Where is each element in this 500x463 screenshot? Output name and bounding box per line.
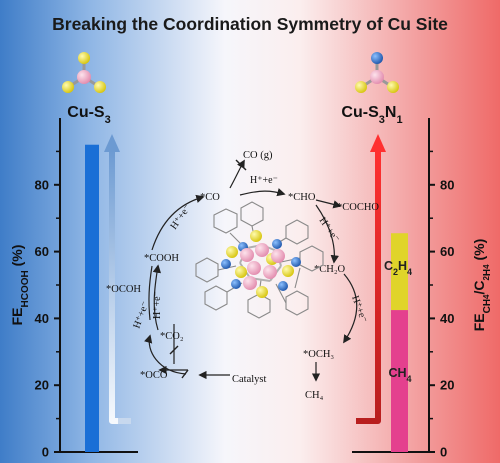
- left-axis-title: FEHCOOH (%): [9, 245, 31, 326]
- ch4-product-label: CH₄: [305, 390, 324, 401]
- right-tick-label: 20: [440, 378, 454, 393]
- catalyst-label: Catalyst: [232, 374, 266, 385]
- left-tick-label: 80: [35, 177, 49, 192]
- co-intermediate-label: *CO: [200, 192, 220, 203]
- ch4-bar-label: CH4: [388, 366, 411, 384]
- figure-title: Breaking the Coordination Symmetry of Cu…: [52, 14, 448, 34]
- left-tick-label: 60: [35, 244, 49, 259]
- cu-s3-molecule-icon: [62, 52, 106, 93]
- left-tick-label: 20: [35, 378, 49, 393]
- c2h4-bar-label: C2H4: [384, 259, 412, 277]
- co2-intermediate-label: *CO₂: [160, 331, 184, 342]
- co-gas-label: CO (g): [243, 150, 273, 161]
- right-tick-label: 80: [440, 177, 454, 192]
- hplus-e-mid1-label: H⁺+e⁻: [152, 291, 163, 319]
- cu-s3-label: Cu-S3: [67, 104, 110, 126]
- left-tick-label: 0: [42, 445, 49, 460]
- cocho-intermediate-label: *COCHO: [337, 202, 379, 213]
- left-tick-label: 40: [35, 311, 49, 326]
- cooh-intermediate-label: *COOH: [144, 253, 179, 264]
- hcooh-bar: [85, 144, 99, 452]
- cho-intermediate-label: *CHO: [288, 192, 316, 203]
- oco-intermediate-label: *OCO: [140, 370, 168, 381]
- right-arrow: [356, 134, 386, 424]
- c2h4-bar: [391, 233, 408, 311]
- ch2o-intermediate-label: *CH₂O: [314, 264, 345, 275]
- ocoh-intermediate-label: *OCOH: [106, 284, 141, 295]
- right-tick-label: 0: [440, 445, 447, 460]
- left-axis: 0 20 40 60 80: [35, 118, 138, 460]
- cu-s3n1-label: Cu-S3N1: [341, 104, 402, 126]
- hplus-e-top-label: H⁺+e⁻: [250, 175, 278, 186]
- pathway-arrows: [144, 159, 358, 382]
- ch4-bar: [391, 310, 408, 452]
- right-axis: 0 20 40 60 80: [352, 118, 454, 460]
- och3-intermediate-label: *OCH₃: [303, 349, 334, 360]
- left-arrow: [104, 134, 131, 424]
- pathway-labels: CO (g) H⁺+e⁻ *CO *CHO *COCHO H⁺+e⁻ H⁺+e⁻…: [106, 150, 379, 401]
- right-axis-title: FECH4/C2H4 (%): [471, 239, 493, 332]
- cu-s3n1-molecule-icon: [355, 52, 399, 93]
- cluster-molecule-illustration: [195, 201, 324, 319]
- right-tick-label: 40: [440, 311, 454, 326]
- right-tick-label: 60: [440, 244, 454, 259]
